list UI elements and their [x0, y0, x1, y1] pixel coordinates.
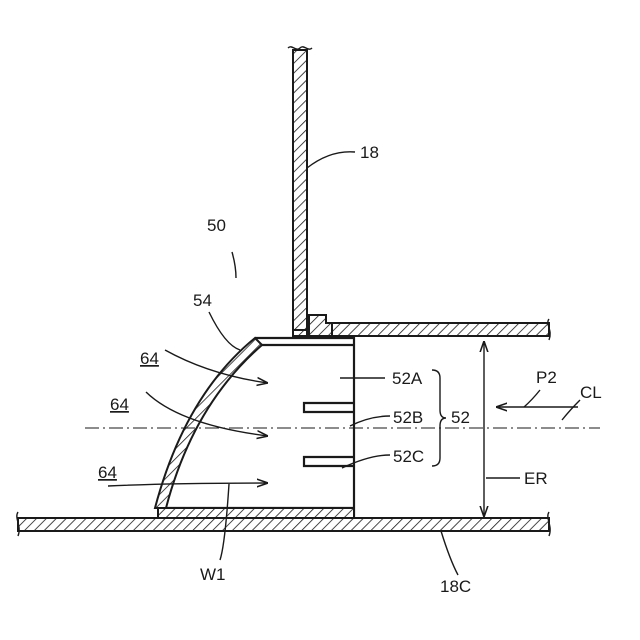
fin-group-brace: [432, 370, 446, 466]
label-width: W1: [200, 565, 226, 584]
label-inlet-bottom: 64: [98, 463, 117, 482]
label-assembly: 50: [207, 216, 226, 235]
flow-arrows: [108, 350, 268, 486]
label-curved-plate: 54: [193, 291, 212, 310]
label-fin-a: 52A: [392, 369, 423, 388]
label-fin-b: 52B: [393, 408, 423, 427]
joint-clip: [309, 315, 332, 336]
label-radius: ER: [524, 469, 548, 488]
wall-joint: [293, 330, 307, 336]
label-fin-group: 52: [451, 408, 470, 427]
fin-slots: [304, 403, 354, 466]
vertical-wall: [288, 47, 312, 330]
label-floor: 18C: [440, 577, 471, 596]
top-plate: [307, 319, 550, 340]
label-inlet-mid: 64: [110, 395, 129, 414]
label-fin-c: 52C: [393, 447, 424, 466]
label-centerline: CL: [580, 383, 602, 402]
label-wall: 18: [360, 143, 379, 162]
label-direction: P2: [536, 368, 557, 387]
label-inlet-top: 64: [140, 349, 159, 368]
